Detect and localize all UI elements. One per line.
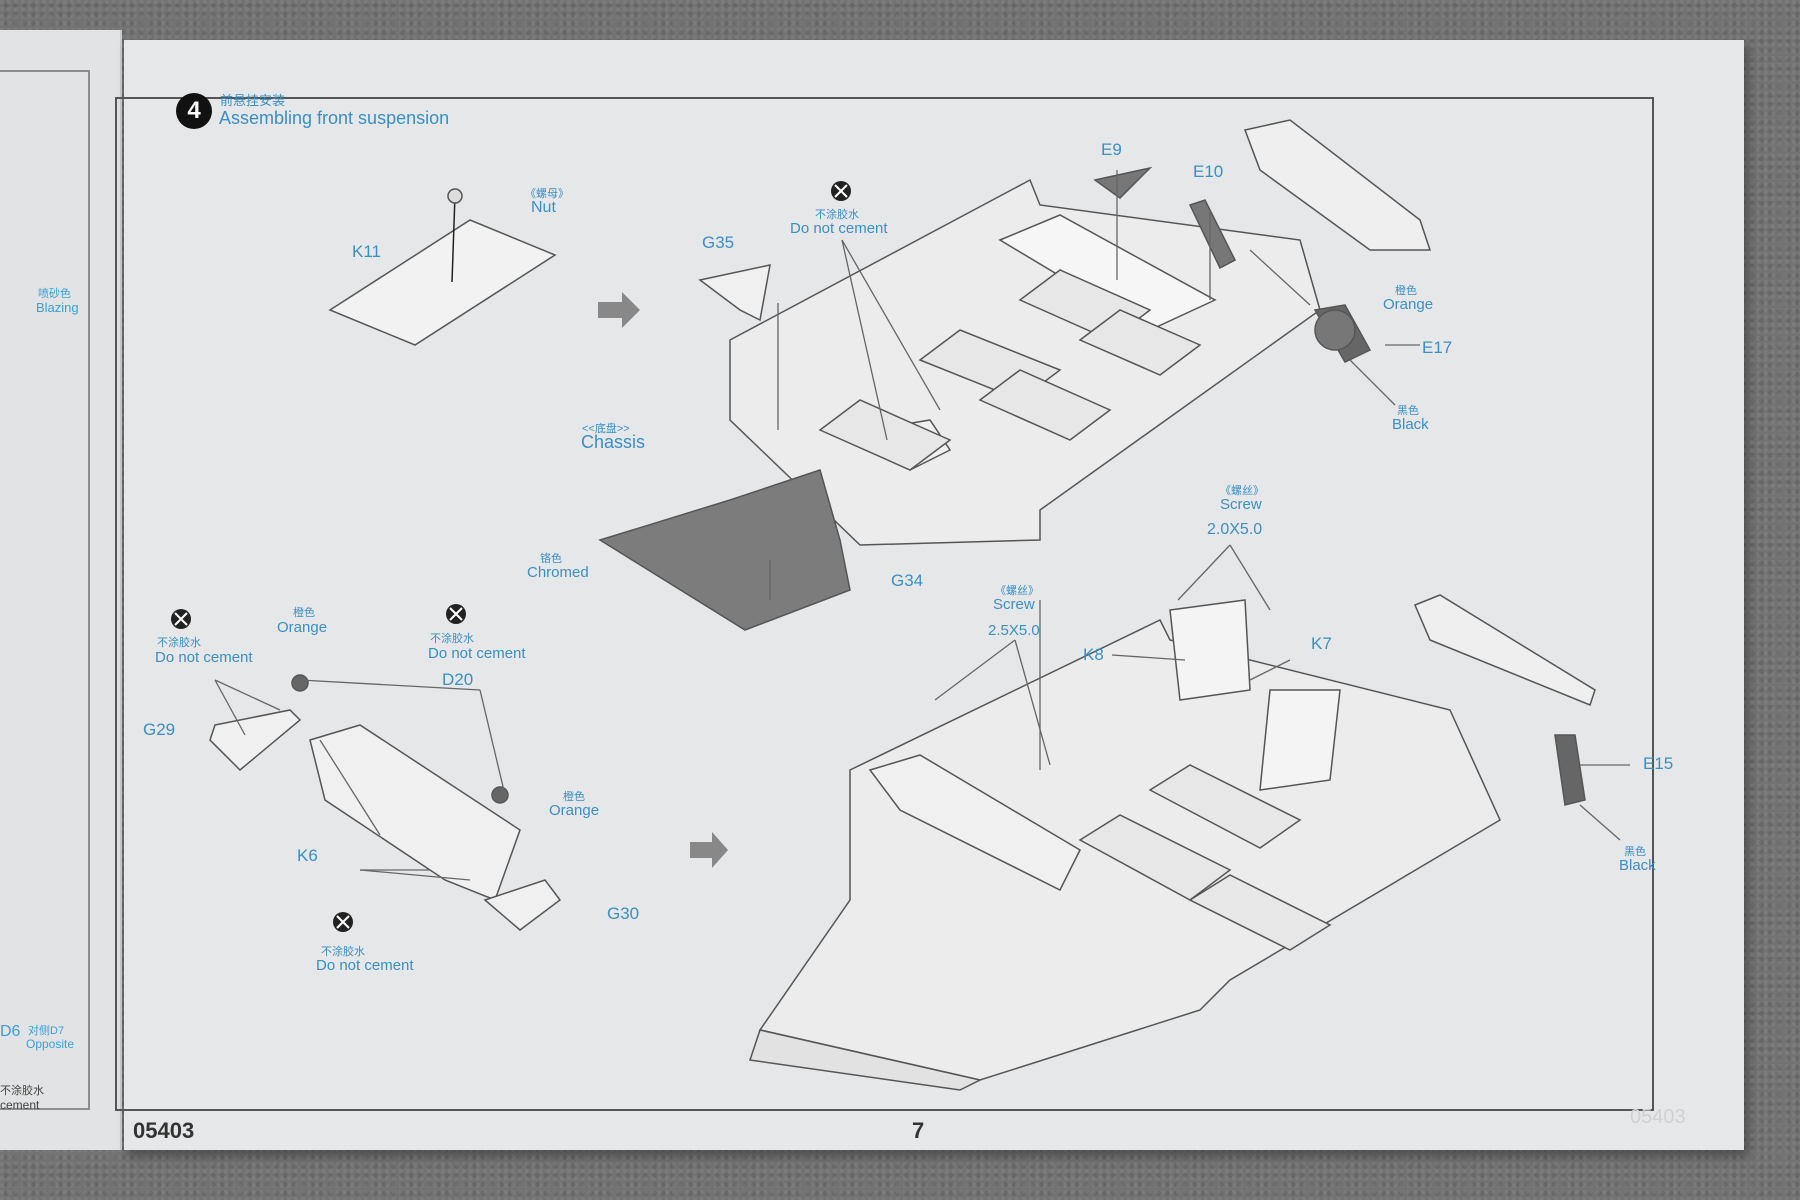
no-cement-icon [831,181,851,201]
black-1: Black [1392,416,1429,433]
step-title: Assembling front suspension [219,108,450,128]
do-not-cement-4: Do not cement [316,957,414,974]
screw-2-size: 2.5X5.0 [988,622,1040,639]
part-e17: E17 [1422,338,1453,357]
g29-arm [209,709,302,772]
do-not-cement-1-cn: 不涂胶水 [815,209,859,221]
part-g35: G35 [702,233,735,252]
left-label-3-en: Opposite [26,1037,75,1051]
g30-arm [483,879,562,931]
screw-1: Screw [1220,496,1262,513]
part-e15: E15 [1643,754,1674,773]
nut-label-cn: 《螺母》 [525,188,569,200]
left-page-frame [0,70,90,1110]
arrow-right-icon [598,292,640,328]
do-not-cement-1: Do not cement [790,220,888,237]
k11-plate [328,219,557,346]
screw-2-cn: 《螺丝》 [995,585,1039,597]
part-k11: K11 [352,242,381,261]
do-not-cement-3-cn: 不涂胶水 [430,633,474,645]
lower-chassis-rear-rail [1414,594,1596,706]
do-not-cement-2: Do not cement [155,649,253,666]
step-number-badge: 4 [176,93,212,129]
screw-1-cn: 《螺丝》 [1220,485,1264,497]
part-g30: G30 [607,904,640,923]
no-cement-icon [333,912,353,932]
e9-part [1093,166,1153,199]
left-label-1-cn: 喷砂色 [38,288,71,300]
chassis-label-cn: <<底盘>> [582,423,630,435]
black-2-cn: 黑色 [1624,846,1646,858]
part-g34: G34 [891,571,924,590]
lower-k6-assembly [868,754,1081,892]
part-k6: K6 [297,846,318,865]
chassis-label: Chassis [581,432,646,452]
screw-1-size: 2.0X5.0 [1207,521,1263,538]
part-e10: E10 [1193,162,1224,181]
chassis-skid-plate [598,469,851,631]
orange-1: Orange [1383,296,1434,313]
ghost-model-code: 05403 [1630,1106,1686,1128]
nut-label: Nut [531,199,556,216]
black-2: Black [1619,857,1656,874]
left-label-2: D6 [0,1023,21,1040]
flow-arrows [598,292,728,868]
do-not-cement-4-cn: 不涂胶水 [321,946,365,958]
orange-3: Orange [549,802,600,819]
black-1-cn: 黑色 [1397,405,1419,417]
d20-part [491,786,509,804]
left-label-1-en: Blazing [36,300,79,315]
k6-assembly [309,724,521,901]
part-d20: D20 [442,670,474,689]
part-k8: K8 [1083,645,1104,664]
g35-arm [698,264,771,322]
upper-chassis-rear-rail [1243,119,1432,251]
arrow-right-icon [690,832,728,868]
do-not-cement-2-cn: 不涂胶水 [157,637,201,649]
k8-part [1169,599,1251,701]
part-e9: E9 [1101,140,1122,159]
part-g29: G29 [143,720,176,739]
page-frame [115,97,1654,1111]
e15-part [1554,734,1586,806]
no-cement-icon [446,604,466,624]
model-code: 05403 [133,1118,195,1143]
chromed-label-cn: 铬色 [540,553,562,565]
step-title-cn: 前悬挂安装 [220,93,286,108]
no-cement-icon [171,609,191,629]
page-number: 7 [912,1118,925,1143]
chromed-label: Chromed [527,564,589,581]
d20-orange-part [291,674,309,692]
orange-1-cn: 橙色 [1395,285,1417,297]
part-k7: K7 [1311,634,1332,653]
do-not-cement-3: Do not cement [428,645,526,662]
left-label-4-cn: 不涂胶水 [0,1085,44,1097]
k7-part [1259,689,1341,791]
orange-2-cn: 橙色 [293,607,315,619]
orange-2: Orange [277,619,328,636]
left-page: 喷砂色 Blazing D6 对侧D7 Opposite 不涂胶水 cement [0,30,122,1150]
left-label-3-cn: 对侧D7 [28,1025,65,1037]
orange-3-cn: 橙色 [563,791,585,803]
screw-2: Screw [993,596,1035,613]
left-label-4-en: cement [0,1098,40,1112]
